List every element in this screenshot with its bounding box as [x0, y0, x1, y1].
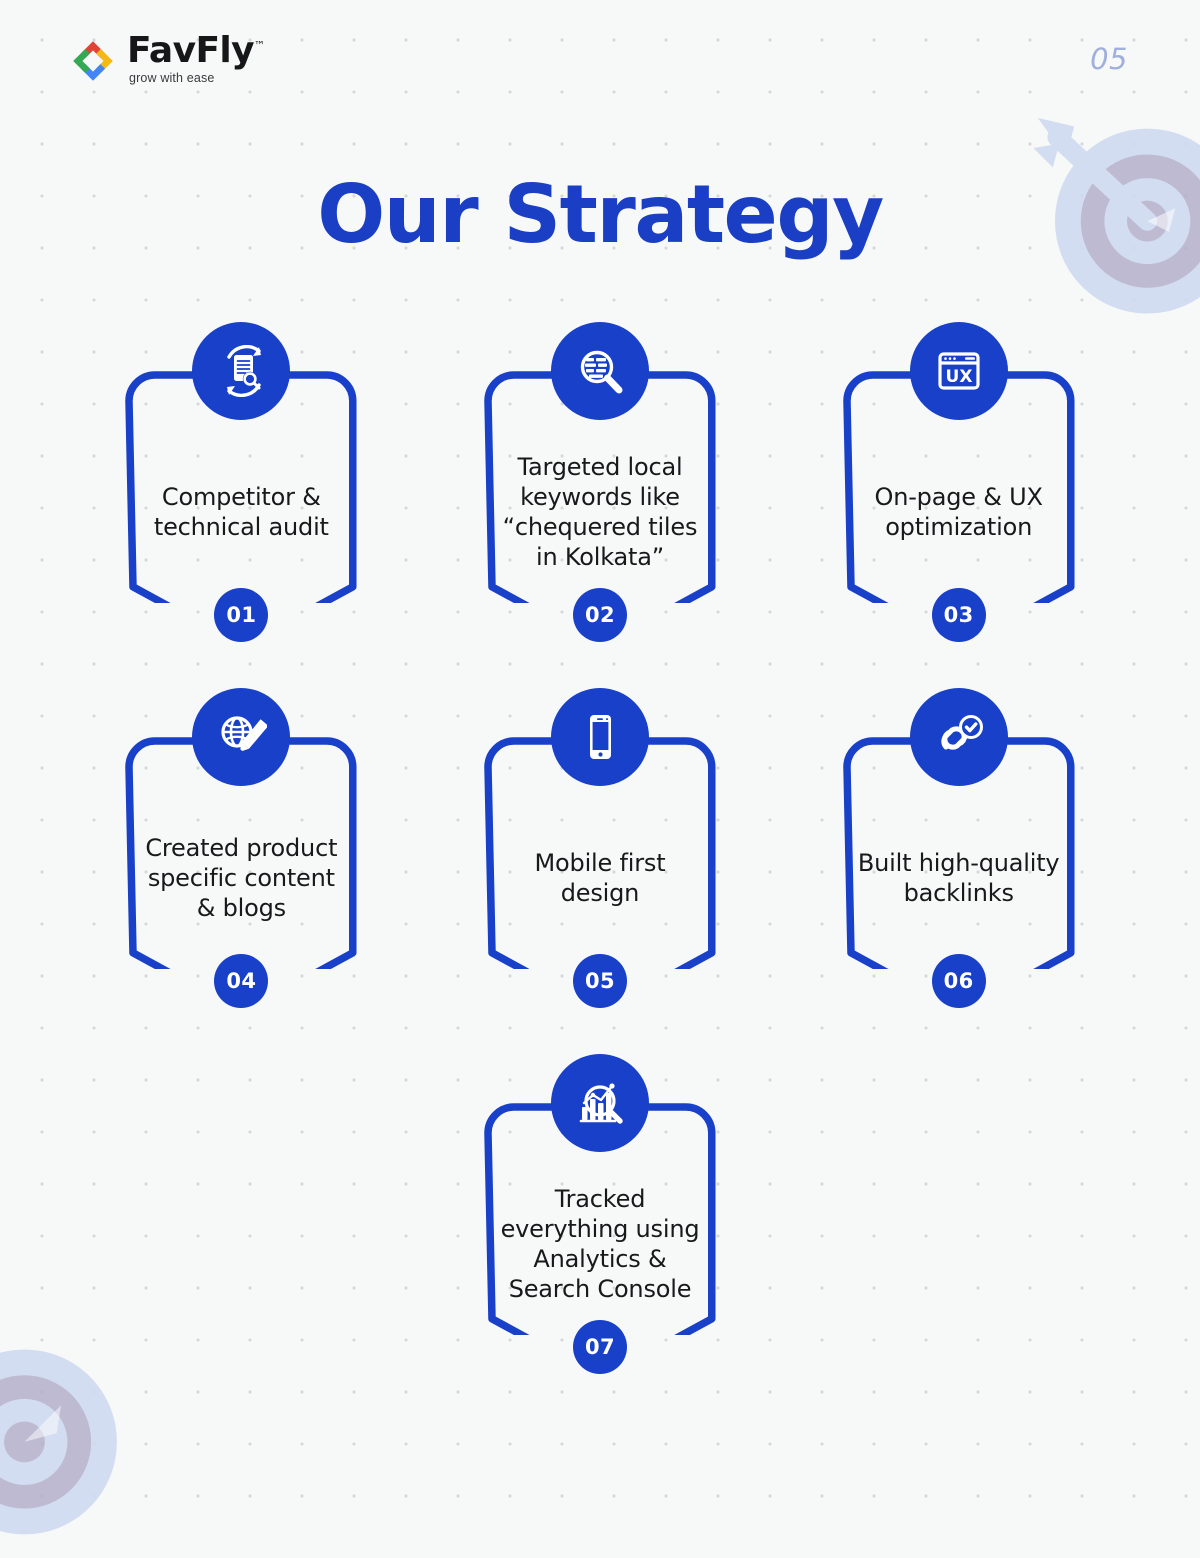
card-outline	[484, 737, 716, 1017]
trademark-symbol: ™	[254, 38, 265, 52]
card-outline	[484, 371, 716, 651]
card-text: Mobile first design	[534, 848, 666, 907]
analytics-magnifier-icon	[550, 1054, 649, 1152]
card-outline	[842, 371, 1075, 651]
page-header: FavFly™ grow with ease 05	[0, 0, 1200, 118]
document-audit-search-icon	[192, 322, 291, 420]
card-outline	[125, 737, 357, 1017]
page-number: 05	[1090, 42, 1128, 76]
card-text: Built high-quality backlinks	[857, 848, 1060, 907]
smartphone-icon	[550, 688, 649, 786]
card-outline	[842, 737, 1075, 1017]
card-number-badge: 02	[572, 588, 627, 642]
card-number-badge: 06	[931, 954, 986, 1008]
browser-ux-icon: UX	[909, 322, 1008, 420]
strategy-card-02[interactable]: Targeted local keywords like “chequered …	[484, 322, 716, 651]
card-text: Tracked everything using Analytics & Sea…	[500, 1184, 700, 1304]
card-outline	[125, 371, 357, 651]
card-outline	[484, 1103, 716, 1383]
strategy-card-07[interactable]: Tracked everything using Analytics & Sea…	[484, 1054, 716, 1383]
card-shield-shape	[484, 1103, 716, 1383]
svg-text:UX: UX	[945, 367, 972, 387]
globe-pencil-content-icon	[192, 688, 291, 786]
target-dartboard-icon	[0, 1349, 117, 1535]
card-number-badge: 03	[931, 588, 986, 642]
magnifier-tiles-icon	[550, 322, 649, 420]
card-number-badge: 07	[572, 1320, 627, 1374]
favfly-diamond-logo-icon	[73, 40, 113, 81]
card-number-badge: 01	[214, 588, 269, 642]
card-text: On-page & UX optimization	[874, 482, 1043, 541]
card-number-badge: 04	[214, 954, 269, 1008]
strategy-cards-grid: Competitor & technical audit 01 Targeted…	[62, 322, 1138, 1383]
card-text: Competitor & technical audit	[153, 482, 329, 541]
card-shield-shape	[842, 737, 1075, 1017]
strategy-card-05[interactable]: Mobile first design 05	[484, 688, 716, 1017]
card-shield-shape	[484, 737, 716, 1017]
logo-wordmark-text: FavFly	[127, 29, 255, 71]
logo-wordmark: FavFly™	[127, 29, 265, 71]
logo-tagline: grow with ease	[129, 70, 215, 85]
strategy-card-06[interactable]: Built high-quality backlinks 06	[842, 688, 1075, 1017]
card-text: Targeted local keywords like “chequered …	[502, 452, 698, 572]
card-shield-shape	[842, 371, 1075, 651]
card-shield-shape	[484, 371, 716, 651]
link-check-icon	[909, 688, 1008, 786]
strategy-card-01[interactable]: Competitor & technical audit 01	[125, 322, 357, 651]
card-shield-shape	[125, 737, 357, 1017]
card-text: Created product specific content & blogs	[145, 833, 338, 923]
page-title: Our Strategy	[317, 168, 884, 261]
card-shield-shape	[125, 371, 357, 651]
strategy-card-04[interactable]: Created product specific content & blogs…	[125, 688, 357, 1017]
brand-logo[interactable]: FavFly™ grow with ease	[68, 29, 265, 86]
card-number-badge: 05	[572, 954, 627, 1008]
strategy-card-03[interactable]: UX On-page & UX optimization 03	[842, 322, 1075, 651]
